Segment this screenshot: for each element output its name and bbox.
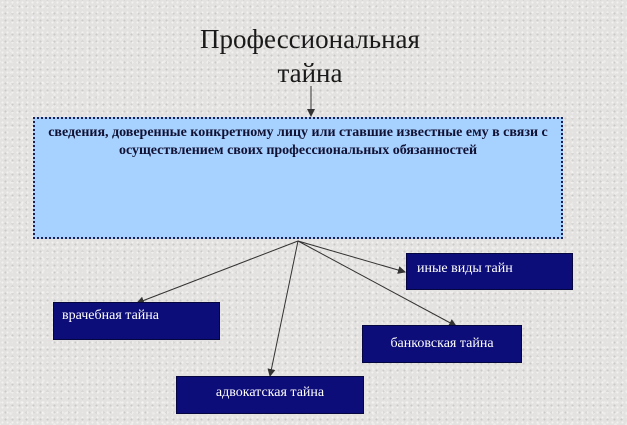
bank-secret-label: банковская тайна: [390, 336, 494, 351]
other-secrets-label: иные виды тайн: [417, 261, 513, 276]
title-line-2: тайна: [277, 58, 343, 88]
arrow-to-other: [297, 240, 406, 274]
definition-box: сведения, доверенные конкретному лицу ил…: [33, 117, 563, 239]
other-secrets-box: иные виды тайн: [406, 253, 573, 290]
medical-secret-label: врачебная тайна: [62, 308, 159, 323]
diagram-title: Профессиональная тайна: [150, 22, 470, 90]
medical-secret-box: врачебная тайна: [53, 302, 220, 340]
title-line-1: Профессиональная: [200, 24, 420, 54]
definition-text: сведения, доверенные конкретному лицу ил…: [48, 125, 548, 158]
advocate-secret-box: адвокатская тайна: [176, 376, 364, 414]
bank-secret-box: банковская тайна: [362, 325, 522, 363]
arrow-to-advocate: [267, 240, 299, 377]
advocate-secret-label: адвокатская тайна: [215, 385, 325, 400]
arrow-to-medical: [136, 240, 299, 305]
